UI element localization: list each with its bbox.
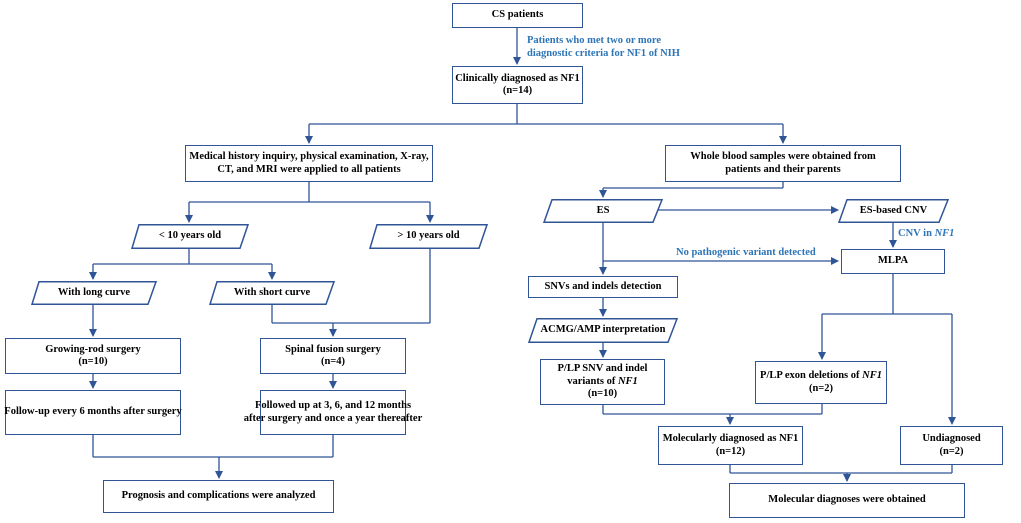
acmg-box: ACMG/AMP interpretation	[527, 318, 679, 343]
clinically-diagnosed-box: Clinically diagnosed as NF1(n=14)	[452, 66, 583, 104]
acmg-shape	[527, 318, 679, 343]
mlpa-box: MLPA	[841, 249, 945, 274]
cs-patients-box: CS patients	[452, 3, 583, 28]
snv-detection-box: SNVs and indels detection	[528, 276, 678, 298]
prognosis-box: Prognosis and complications were analyze…	[103, 480, 334, 513]
under-10-box: < 10 years old	[130, 224, 250, 249]
plp-exon-box: P/LP exon deletions of NF1 (n=2)	[755, 361, 887, 404]
edge-final-merge	[729, 465, 953, 474]
edge-diag-merge	[602, 404, 823, 415]
short-curve-box: With short curve	[208, 281, 336, 305]
medical-history-box: Medical history inquiry, physical examin…	[185, 145, 433, 182]
es-based-cnv-box: ES-based CNV	[837, 199, 950, 223]
es-based-cnv-shape	[837, 199, 950, 223]
edge-under10-split	[93, 249, 272, 265]
no-pathogenic-edge-label: No pathogenic variant detected	[676, 247, 816, 258]
long-curve-shape	[30, 281, 158, 305]
edge-blood-split	[603, 182, 784, 189]
spinal-fusion-box: Spinal fusion surgery(n=4)	[260, 338, 406, 374]
edge-medical-split	[189, 182, 430, 203]
followup-6-months-box: Follow-up every 6 months after surgery	[4, 390, 182, 435]
molecularly-diagnosed-box: Molecularly diagnosed as NF1(n=12)	[658, 426, 803, 465]
edge-merge-to-fusion	[272, 322, 430, 336]
molecular-diagnoses-obtained-box: Molecular diagnoses were obtained	[729, 483, 965, 518]
criteria-edge-label: Patients who met two or more diagnostic …	[527, 35, 680, 59]
cnv-in-nf1-edge-label: CNV in NF1	[898, 228, 955, 239]
edge-clinical-split	[309, 104, 783, 125]
edge-mlpa-split	[822, 274, 952, 315]
plp-snv-box: P/LP SNV and indel variants of NF1 (n=10…	[540, 359, 665, 405]
long-curve-box: With long curve	[30, 281, 158, 305]
over-10-box: > 10 years old	[368, 224, 489, 249]
edge-followups-merge	[92, 435, 334, 458]
undiagnosed-box: Undiagnosed(n=2)	[900, 426, 1003, 465]
es-shape	[542, 199, 664, 223]
growing-rod-box: Growing-rod surgery(n=10)	[5, 338, 181, 374]
es-box: ES	[542, 199, 664, 223]
under-10-shape	[130, 224, 250, 249]
short-curve-shape	[208, 281, 336, 305]
over-10-shape	[368, 224, 489, 249]
